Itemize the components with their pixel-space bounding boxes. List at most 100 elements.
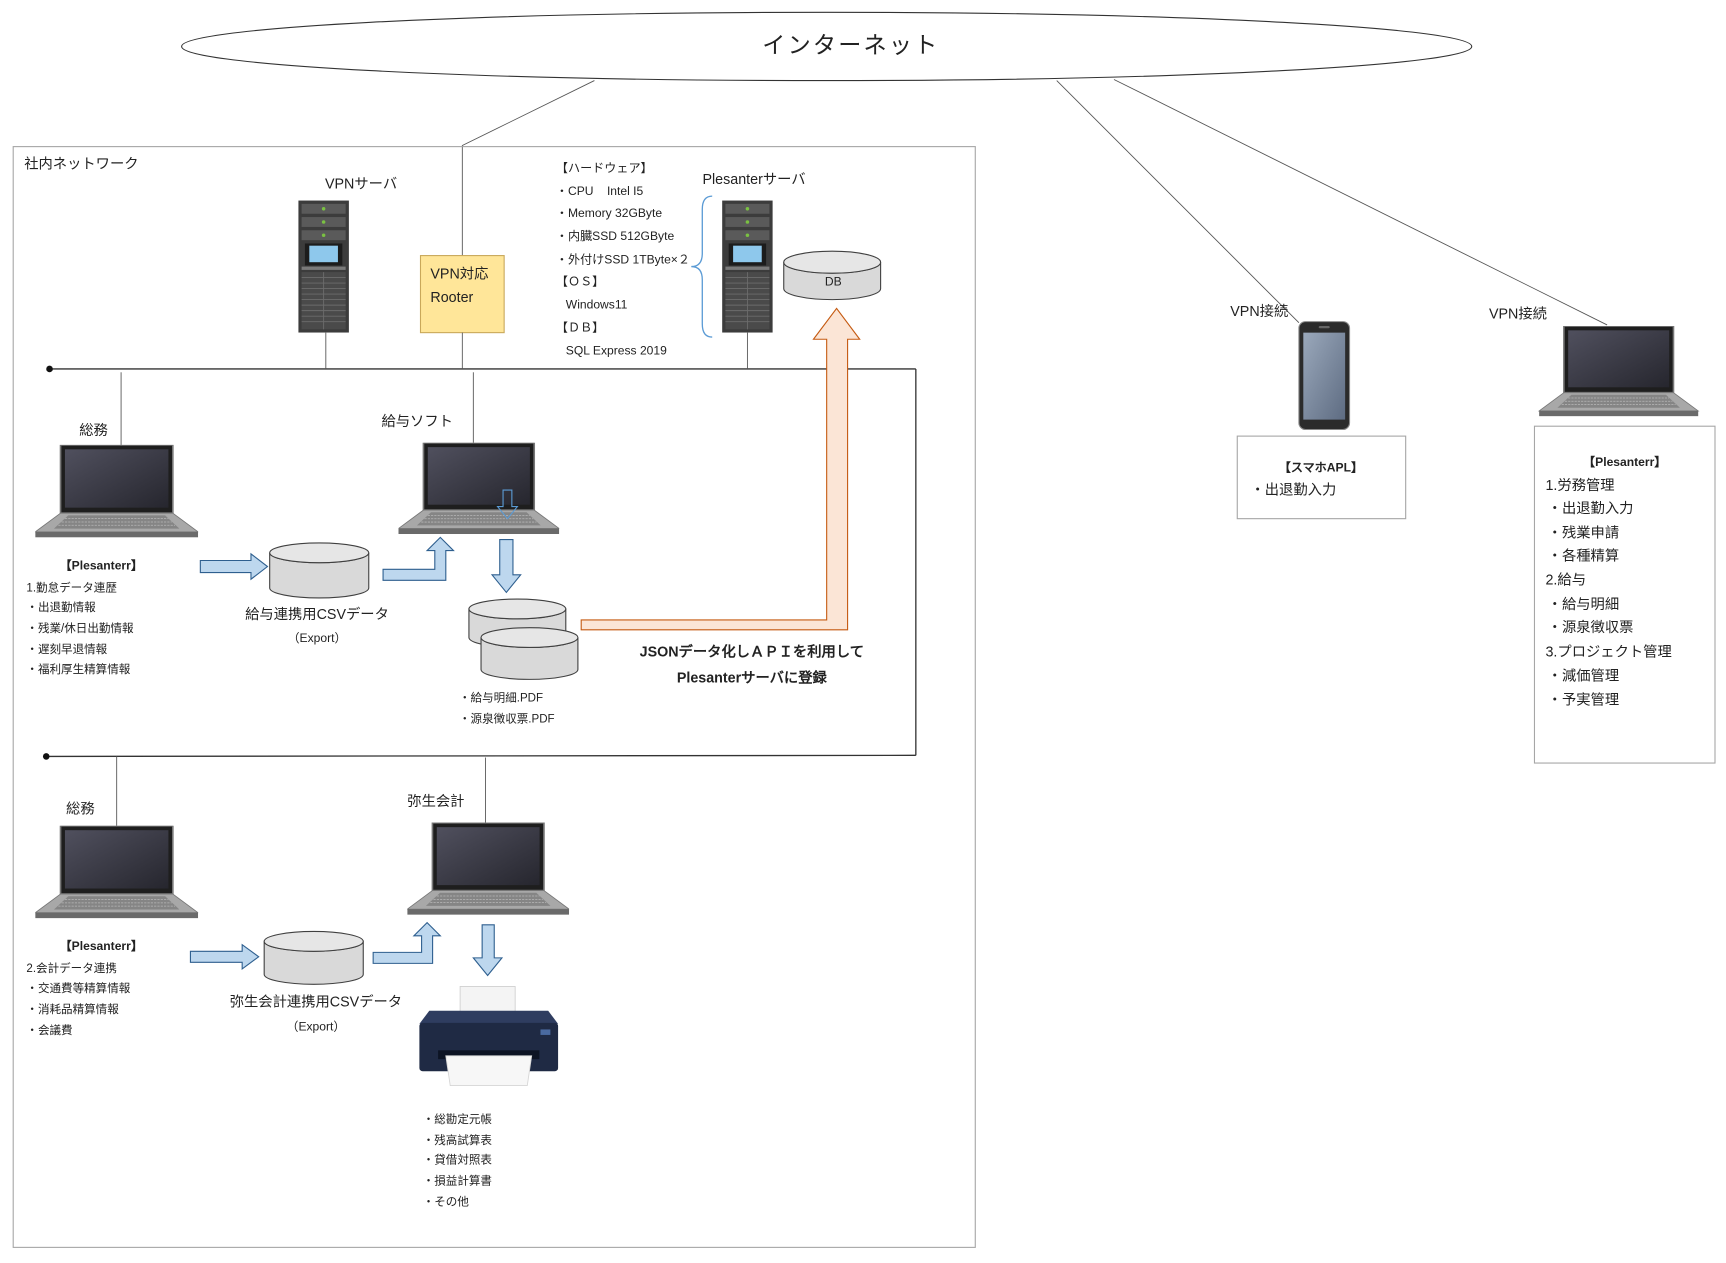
spec-line: ・内臓SSD 512GByte <box>556 229 675 243</box>
hardware-spec: 【ハードウェア】 ・CPU Intel I5 ・Memory 32GByte ・… <box>556 161 690 358</box>
spec-line: ・外付けSSD 1TByte×２ <box>556 252 690 266</box>
printer-output-paper <box>445 1055 533 1087</box>
accounting-pc-label: 総務 <box>66 801 95 818</box>
accounting-info-item: ・交通費等精算情報 <box>26 981 130 995</box>
accounting-export-arrow-icon <box>189 943 260 970</box>
printer-button <box>540 1029 551 1035</box>
payroll-output-item: ・源泉徴収票.PDF <box>459 711 555 725</box>
lan-bus-lower <box>46 754 916 758</box>
payroll-info-item: ・福利厚生精算情報 <box>26 662 130 676</box>
payroll-software-laptop-icon <box>398 442 560 535</box>
remote-pc-feature-item: ・出退勤入力 <box>1548 500 1634 517</box>
payroll-csv-cylinder-top <box>269 542 370 564</box>
accounting-csv-sublabel: （Export） <box>286 1020 345 1034</box>
payroll-csv-sublabel: （Export） <box>287 631 346 645</box>
remote-pc-feature-box <box>1533 425 1716 764</box>
printer-icon <box>419 986 559 1087</box>
vpn-router-label-line2: Rooter <box>430 290 473 306</box>
bus-terminator-dot <box>46 365 53 373</box>
accounting-output-item: ・損益計算書 <box>423 1174 492 1188</box>
payroll-output-arrow-icon <box>490 539 522 594</box>
accounting-output-item: ・貸借対照表 <box>423 1153 493 1167</box>
api-note-line1: JSONデータ化しＡＰＩを利用して <box>640 642 864 660</box>
payroll-info-title: 【Plesanterr】 <box>60 557 143 572</box>
remote-pc-feature-item: 1.労務管理 <box>1545 477 1614 494</box>
api-register-arrow-icon <box>580 307 861 631</box>
printer-top <box>419 1010 559 1024</box>
accounting-print-arrow-icon <box>472 924 504 977</box>
remote-pc-feature-item: 2.給与 <box>1545 572 1586 589</box>
lan-label: 社内ネットワーク <box>24 156 138 173</box>
remote-pc-feature-item: ・減価管理 <box>1548 667 1619 684</box>
vpn-server-label: VPNサーバ <box>325 176 397 192</box>
accounting-info-item: ・会議費 <box>26 1023 72 1037</box>
accounting-software-laptop-icon <box>407 822 570 915</box>
printer-output-slot <box>438 1050 540 1060</box>
remote-pc-feature-title: 【Plesanterr】 <box>1583 454 1666 469</box>
payroll-plesanter-info: 【Plesanterr】 1.勤怠データ連歴 ・出退勤情報 ・残業/休日出勤情報… <box>26 557 143 675</box>
payroll-info-item: ・出退勤情報 <box>26 600 96 614</box>
small-down-arrow-icon <box>496 489 519 520</box>
payroll-info-item: 1.勤怠データ連歴 <box>26 580 117 594</box>
spec-line: ・Memory 32GByte <box>556 206 662 220</box>
smartphone-speaker <box>1318 326 1330 329</box>
accounting-pc-laptop-icon <box>35 825 199 919</box>
accounting-info-title: 【Plesanterr】 <box>60 938 143 953</box>
remote-pc-feature-item: ・給与明細 <box>1548 596 1619 613</box>
payroll-info-item: ・遅刻早退情報 <box>26 642 107 656</box>
accounting-output-item: ・総勘定元帳 <box>423 1112 493 1126</box>
db-cylinder-top <box>783 250 882 274</box>
spec-line: Windows11 <box>566 297 628 311</box>
remote-pc-feature-item: 3.プロジェクト管理 <box>1545 643 1671 660</box>
internet-to-phone-line <box>1056 80 1300 324</box>
payroll-info-item: ・残業/休日出勤情報 <box>26 621 134 635</box>
api-note-line2: Plesanterサーバに登録 <box>677 669 828 687</box>
internet-to-remote-pc-line <box>1113 79 1608 326</box>
remote-pc-laptop-icon <box>1538 326 1700 417</box>
accounting-csv-cylinder-top <box>263 930 364 952</box>
remote-pc-feature-item: ・予実管理 <box>1548 692 1619 709</box>
internet-label: インターネット <box>762 32 939 58</box>
accounting-output-item: ・その他 <box>423 1196 470 1209</box>
remote-pc-feature-item: ・残業申請 <box>1548 524 1619 541</box>
plesanter-server-icon <box>722 200 773 333</box>
payroll-csv-label: 給与連携用CSVデータ <box>245 605 389 623</box>
payroll-output-item: ・給与明細.PDF <box>459 690 543 704</box>
lan-frame <box>12 146 976 1248</box>
spec-line: SQL Express 2019 <box>566 344 667 358</box>
payroll-import-arrow-icon <box>382 536 455 581</box>
internet-ellipse <box>181 11 1473 82</box>
spec-line: ・CPU Intel I5 <box>556 184 644 198</box>
spec-line: 【ＤＢ】 <box>556 321 604 335</box>
pdf-store-cylinder-top <box>468 598 567 620</box>
payroll-export-arrow-icon <box>199 552 269 581</box>
smartphone-vpn-label: VPN接続 <box>1230 303 1288 320</box>
accounting-csv-label: 弥生会計連携用CSVデータ <box>230 992 402 1010</box>
internet-to-router-line <box>461 80 595 256</box>
vpn-router-label-line1: VPN対応 <box>430 266 488 283</box>
vpn-server-icon <box>298 200 349 333</box>
db-label: DB <box>825 274 842 288</box>
smartphone-screen <box>1303 332 1346 420</box>
accounting-info-item: 2.会計データ連携 <box>26 961 116 975</box>
payroll-software-label: 給与ソフト <box>381 413 452 430</box>
remote-pc-feature-item: ・源泉徴収票 <box>1548 619 1634 636</box>
bus-terminator-dot <box>42 753 50 760</box>
accounting-output-item: ・残高試算表 <box>423 1133 493 1147</box>
remote-pc-feature-item: ・各種精算 <box>1548 548 1619 565</box>
spec-line: 【ＯＳ】 <box>556 274 604 288</box>
pdf-store-cylinder-top <box>480 627 579 649</box>
smartphone-icon <box>1298 321 1351 431</box>
spec-line: 【ハードウェア】 <box>556 161 653 175</box>
accounting-plesanter-info: 【Plesanterr】 2.会計データ連携 ・交通費等精算情報 ・消耗品精算情… <box>26 938 143 1037</box>
payroll-pc-label: 総務 <box>79 422 108 439</box>
smartphone-app-item: ・出退勤入力 <box>1250 481 1336 498</box>
accounting-import-arrow-icon <box>372 921 442 964</box>
accounting-software-label: 弥生会計 <box>407 792 464 810</box>
accounting-info-item: ・消耗品精算情報 <box>26 1002 119 1016</box>
spec-brace <box>691 195 713 338</box>
payroll-pc-laptop-icon <box>35 444 199 538</box>
remote-pc-vpn-label: VPN接続 <box>1489 305 1547 322</box>
plesanter-server-label: Plesanterサーバ <box>702 172 805 188</box>
smartphone-app-title: 【スマホAPL】 <box>1279 459 1363 474</box>
